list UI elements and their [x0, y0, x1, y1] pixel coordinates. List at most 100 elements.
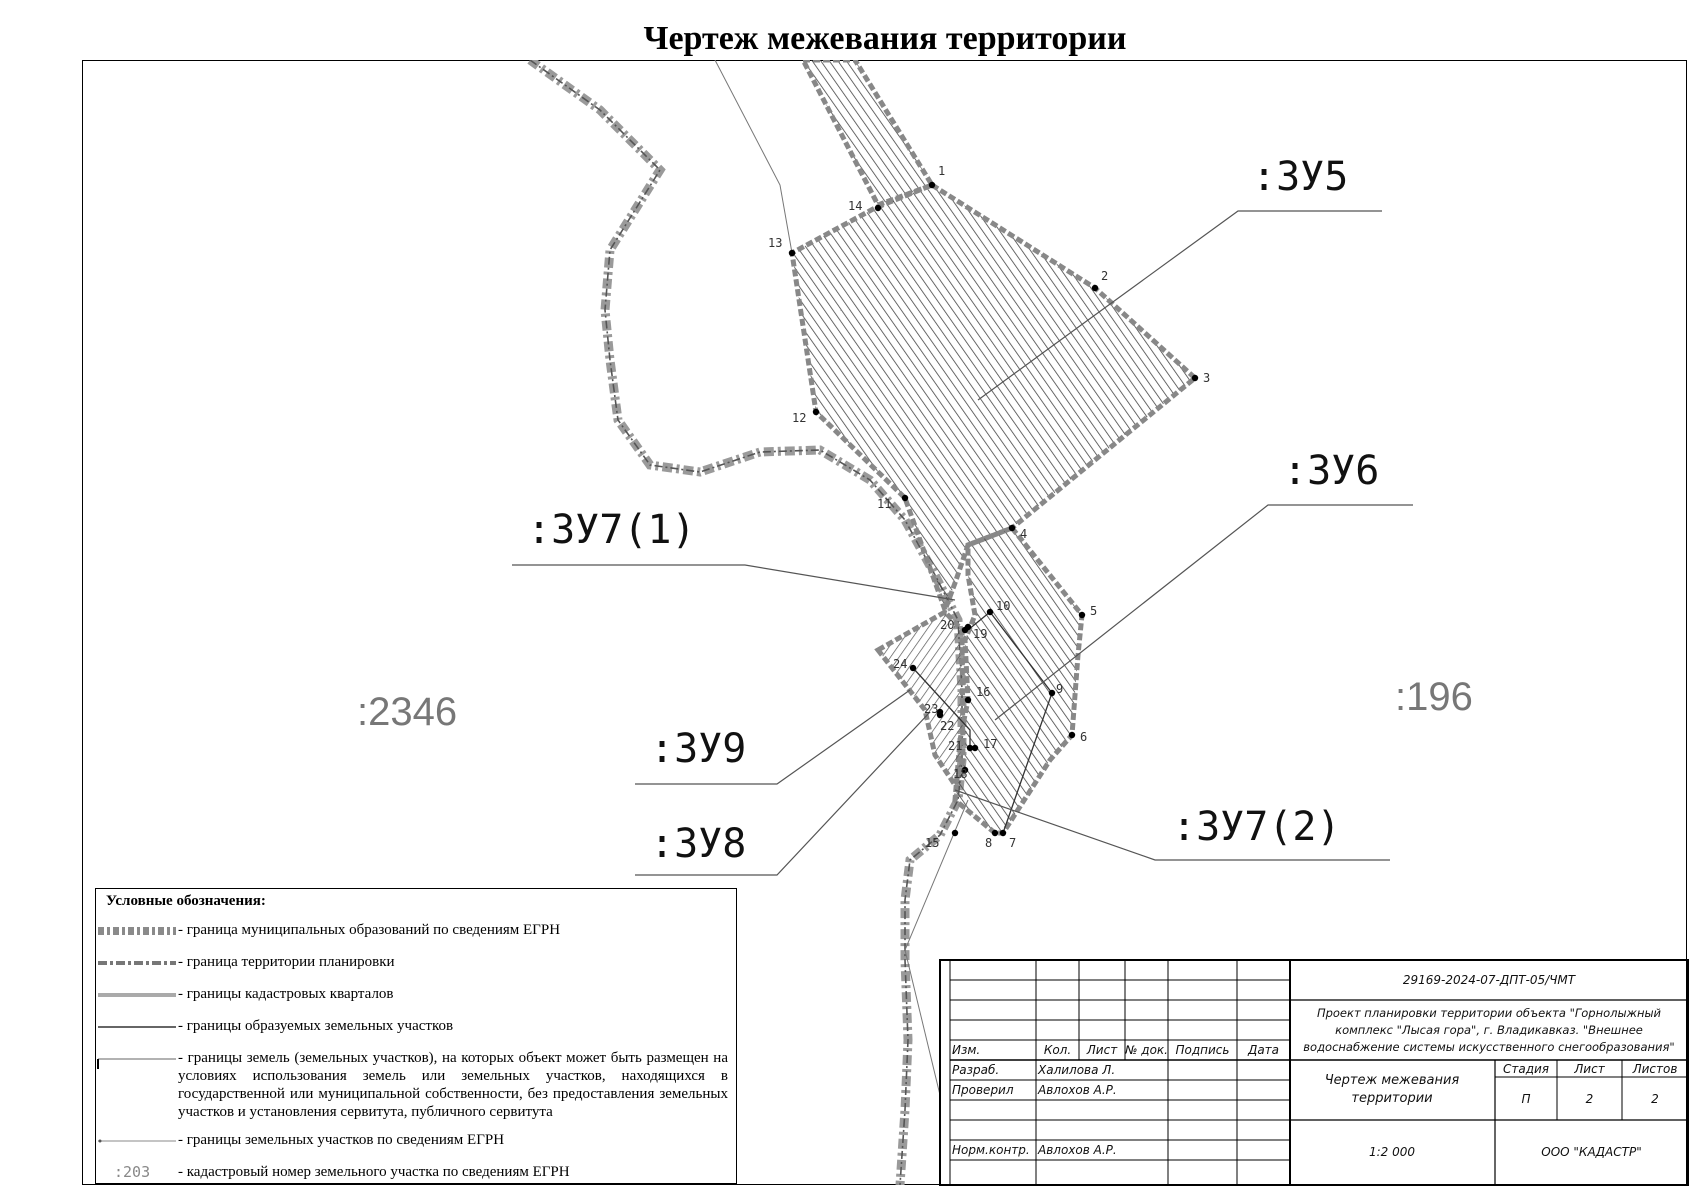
formed-parcel-boundary — [967, 611, 991, 631]
vertex-dot — [1068, 731, 1076, 739]
vertex-dot — [971, 744, 979, 752]
leader-line-zu6 — [994, 504, 1413, 721]
usage-land-symbol — [97, 1058, 176, 1069]
role-name: Авлохов А.Р. — [1038, 1083, 1117, 1097]
vertex-number: 6 — [1080, 730, 1087, 744]
doc-code: 29169-2024-07-ДПТ-05/ЧМТ — [1402, 973, 1576, 987]
vertex-dot — [1191, 374, 1199, 382]
sheets-label: Листов — [1632, 1061, 1678, 1076]
parcel-label-zu7-1: :ЗУ7(1) — [527, 507, 696, 553]
stage-label: Стадия — [1502, 1061, 1550, 1076]
vertex-number: 4 — [1020, 527, 1027, 541]
vertex-dot — [1091, 284, 1099, 292]
parcel-label-zu9: :ЗУ9 — [650, 726, 746, 772]
legend-title: Условные обозначения: — [106, 893, 266, 909]
legend: Условные обозначения: - граница муниципа… — [95, 888, 737, 1184]
cadastral-quarter-symbol — [98, 993, 176, 997]
legend-item-label: - граница территории планировки — [178, 954, 395, 970]
vertex-dot — [966, 744, 974, 752]
legend-item-label: - границы земельных участков по сведения… — [178, 1132, 505, 1148]
stamp-grid — [939, 959, 1689, 1186]
formed-parcel-boundary — [912, 667, 971, 748]
vertex-number: 7 — [1009, 836, 1016, 850]
vertex-number: 15 — [925, 836, 939, 850]
parcel-label-zu6: :ЗУ6 — [1283, 448, 1379, 494]
sheet-label: Лист — [1574, 1061, 1605, 1076]
vertex-dot — [951, 829, 959, 837]
vertex-dot — [964, 696, 972, 704]
sheet-value: 2 — [1585, 1091, 1594, 1106]
header-list: Лист — [1086, 1043, 1118, 1057]
corridor-parcel — [800, 60, 936, 209]
cadastral-quarter-label: :2346 — [357, 690, 457, 734]
vertex-dot — [874, 204, 882, 212]
vertex-number: 19 — [973, 627, 987, 641]
parcel-zu5-polygon — [789, 182, 1199, 618]
parcel-zu6-polygon — [952, 525, 1085, 836]
role-name: Авлохов А.Р. — [1038, 1143, 1117, 1157]
vertex-dot — [928, 181, 936, 189]
vertex-number: 8 — [985, 836, 992, 850]
vertex-dot — [936, 711, 944, 719]
vertex-number: 23 — [924, 702, 938, 716]
vertex-number: 17 — [983, 737, 997, 751]
sheet-title: Чертеж межевания территории — [1324, 1073, 1460, 1106]
legend-item-label: - граница муниципальных образований по с… — [178, 922, 561, 938]
header-data: Дата — [1247, 1043, 1280, 1057]
vertex-number: 14 — [848, 199, 862, 213]
vertex-dot — [788, 249, 796, 257]
formed-parcel-symbol — [98, 1026, 176, 1028]
vertex-number: 18 — [953, 767, 967, 781]
vertex-number: 24 — [893, 657, 907, 671]
vertex-number: 5 — [1090, 604, 1097, 618]
drawing-frame — [82, 60, 1687, 1185]
project-name: Проект планировки территории объекта "Го… — [1303, 1005, 1675, 1054]
legend-item-label: - границы земель (земельных участков), н… — [178, 1050, 728, 1120]
leader-line-zu8 — [635, 711, 931, 876]
cadastral-quarter-label: :196 — [1395, 675, 1473, 719]
vertex-number: 10 — [996, 599, 1010, 613]
parcel-label-zu5: :ЗУ5 — [1252, 154, 1348, 200]
header-podpis: Подпись — [1175, 1043, 1230, 1057]
vertex-number: 3 — [1203, 371, 1210, 385]
parcel-label-zu7-2: :ЗУ7(2) — [1172, 804, 1341, 850]
title-block: 29169-2024-07-ДПТ-05/ЧМТ Проект планиров… — [940, 960, 1690, 1184]
vertex-number: 16 — [976, 685, 990, 699]
parcel-zu7-polygon — [874, 608, 966, 791]
role-label: Разраб. — [952, 1063, 1000, 1077]
planning-territory-boundary-line — [529, 60, 963, 1185]
vertex-dot — [964, 623, 972, 631]
sample-cadastral-number: :203 — [114, 1163, 151, 1181]
vertex-number: 1 — [938, 164, 945, 178]
vertex-number: 11 — [877, 497, 891, 511]
vertex-number: 2 — [1101, 269, 1108, 283]
vertex-dot — [961, 766, 969, 774]
leader-line-zu9 — [635, 689, 911, 785]
parcel-label-zu8: :ЗУ8 — [650, 821, 746, 867]
municipal-boundary-symbol — [98, 927, 176, 935]
vertex-dot — [1048, 689, 1056, 697]
leader-line-zu5 — [977, 210, 1382, 401]
vertex-dot — [991, 829, 999, 837]
role-name: Халилова Л. — [1038, 1063, 1116, 1077]
vertex-dot — [812, 408, 820, 416]
vertex-dot — [1078, 611, 1086, 619]
sheets-value: 2 — [1651, 1091, 1659, 1106]
header-izm: Изм. — [952, 1043, 981, 1057]
vertex-number: 12 — [792, 411, 806, 425]
legend-item-label: - границы кадастровых кварталов — [178, 986, 394, 1002]
scale: 1:2 000 — [1368, 1145, 1416, 1159]
stage-value: П — [1521, 1091, 1531, 1106]
vertex-dot — [909, 664, 917, 672]
vertex-dot — [999, 829, 1007, 837]
planning-boundary-symbol — [98, 961, 176, 965]
legend-item-label: - границы образуемых земельных участков — [178, 1018, 454, 1034]
role-label: Норм.контр. — [952, 1143, 1030, 1157]
header-ndok: № док. — [1125, 1043, 1168, 1057]
vertex-number: 13 — [768, 236, 782, 250]
leader-line-zu7-1 — [512, 564, 956, 601]
page-title: Чертеж межевания территории — [643, 20, 1127, 57]
header-kol: Кол. — [1043, 1043, 1072, 1057]
